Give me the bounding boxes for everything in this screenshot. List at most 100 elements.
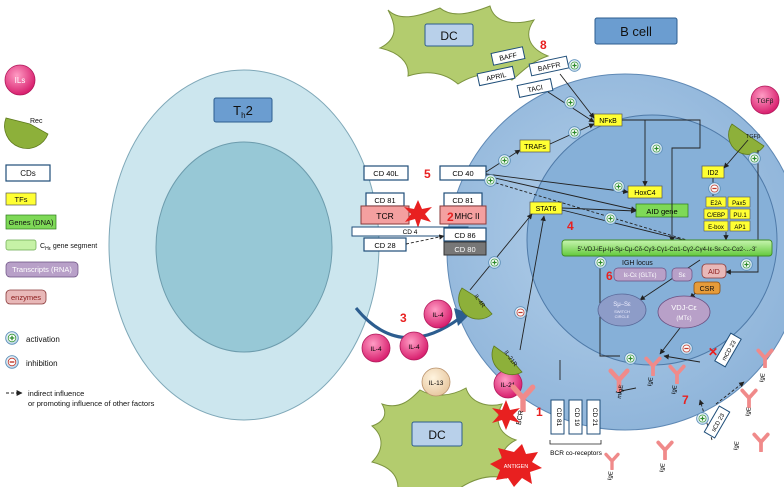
activation-icon-hoxc4 <box>612 180 625 193</box>
legend-segment-label: CHε gene segment <box>40 243 97 252</box>
cd40-box <box>439 165 487 181</box>
il4-label-b: IL-4 <box>408 344 420 351</box>
activation-icon-nfkb <box>650 142 663 155</box>
aid-gene-label: AID gene <box>646 207 677 216</box>
antigen-label: ANTIGEN <box>504 464 528 470</box>
ige-label-2: IgE <box>671 385 678 395</box>
tf-cebp-label: C/EBP <box>707 213 725 219</box>
april-label: APRIL <box>486 72 507 83</box>
cd81-bcr-box <box>550 399 565 435</box>
tgfb-receptor-label: TGFβ <box>746 134 760 140</box>
hoxc4-label: HoxC4 <box>634 190 656 197</box>
csr-box <box>693 281 721 295</box>
switch-circle <box>597 293 647 327</box>
baff-box <box>490 46 526 66</box>
ige-antibody-4 <box>740 388 758 408</box>
mcd23-scd23-dashed <box>715 381 745 405</box>
igh-locus-label: IGH locus <box>622 260 653 267</box>
legend-segment-swatch <box>5 239 37 251</box>
ige-label-5: IgE <box>733 441 740 451</box>
se-box <box>671 267 693 282</box>
tf-pax5-label: Pax5 <box>732 201 746 207</box>
csr-label: CSR <box>700 286 715 293</box>
mcd23-box <box>714 332 742 368</box>
baff-april-receptors: BAFF BAFFR APRIL TACI 8 <box>476 38 570 98</box>
mcd23-back-arrow <box>663 354 701 363</box>
legend-transcripts-swatch <box>5 261 79 278</box>
secreted-ige-group: IgE IgE IgE IgE IgE IgE IgE <box>604 348 774 481</box>
ige-antibody-6 <box>656 440 674 460</box>
legend-inhibition-icon <box>5 355 19 369</box>
baffr-label: BAFFR <box>537 62 561 74</box>
cd40l-box <box>363 165 409 181</box>
tgfb-to-aid-line <box>725 150 759 275</box>
block-x-mark: ✕ <box>708 345 718 359</box>
cd21-label: CD 21 <box>591 408 598 427</box>
ige-label-3: IgE <box>759 373 766 383</box>
il21-label: IL-21 <box>501 382 516 389</box>
antigen-starburst <box>490 444 542 487</box>
activation-icon-baffr <box>568 59 581 72</box>
april-box <box>476 65 516 87</box>
mige-to-nucleus-arrow <box>597 259 620 357</box>
il13-label: IL-13 <box>429 380 444 387</box>
th2-cell: Th2 <box>108 69 380 421</box>
stat6-to-locus-arrow <box>561 209 701 246</box>
igh-locus-bar <box>561 239 773 257</box>
activation-icon-stat6 <box>604 212 617 225</box>
legend-enzymes-swatch <box>5 289 47 305</box>
mte-label: (MTε) <box>676 316 691 322</box>
tf-ebox-label: E-box <box>708 225 724 231</box>
dc-top-label-box <box>424 23 474 47</box>
activation-icon-taci <box>564 96 577 109</box>
tcr-box <box>360 205 410 225</box>
legend-rec-label: Rec <box>30 118 43 125</box>
activation-icon-scd23 <box>696 412 709 425</box>
ie-ce-transcript-box <box>613 267 667 282</box>
ige-label-6: IgE <box>659 463 666 473</box>
step-number-7: 7 <box>682 393 689 407</box>
synapse: CD 40L CD 81 TCR CD 4 CD 28 CD 40 5 CD 8… <box>351 149 521 256</box>
il4r-receptor <box>458 287 493 320</box>
se-label: Sε <box>678 272 685 279</box>
tf-pu1-label: PU.1 <box>733 213 747 219</box>
switch-circle-line3: CIRCLE <box>615 314 630 319</box>
bcr-label: BCR <box>516 410 525 426</box>
igh-locus-region: 5'-VDJ-iEμ-Iμ-Sμ-Cμ-Cδ-Cγ3-Cγ1-Cα1-Cγ2-C… <box>561 239 773 329</box>
activation-icon-mige <box>624 352 637 365</box>
activation-icon-trafs <box>568 126 581 139</box>
vdj-ce-transcript <box>657 295 711 329</box>
activation-icon-tgfb <box>748 152 761 165</box>
il4-ligand-a <box>423 299 453 329</box>
antigen-star-bcr <box>492 400 520 430</box>
il4-label-a: IL-4 <box>432 312 444 319</box>
legend-inhibition-label: inhibition <box>26 359 58 368</box>
il4-ligand-c <box>361 333 391 363</box>
nfkb-to-locus-arrow <box>622 119 701 243</box>
baffr-to-nfkb-arrow <box>559 73 595 119</box>
mhc2-label: MHC II <box>455 212 480 221</box>
th2-nucleus <box>155 141 333 353</box>
il21r-receptor <box>491 345 523 376</box>
baffr-box <box>528 55 570 77</box>
legend-enzymes-label: enzymes <box>11 293 41 302</box>
step-number-8: 8 <box>540 38 547 52</box>
ige-label-4: IgE <box>745 407 752 417</box>
tcr-label: TCR <box>376 211 393 221</box>
dc-bottom: DC <box>370 387 518 487</box>
cd28-label: CD 28 <box>374 241 395 250</box>
cd81-bcr-label: CD 81 <box>555 408 562 427</box>
tf-ap1-label: AP1 <box>734 225 746 231</box>
legend-cds-label: CDs <box>20 169 36 178</box>
legend-cds-swatch <box>5 164 51 182</box>
dc-bottom-label-box <box>411 421 463 447</box>
co-receptors-bracket <box>549 440 602 445</box>
legend-ils-label: ILs <box>15 76 26 85</box>
tgfb-label: TGFβ <box>757 98 774 105</box>
ie-ce-transcript-label: Iε-Cε (GLTε) <box>624 273 657 279</box>
tf-e2a-box <box>705 196 727 208</box>
il4-label-c: IL-4 <box>370 346 382 353</box>
mige-label: mIgE <box>617 384 625 399</box>
aid-enzyme-label: AID <box>708 269 720 276</box>
id2-label: ID2 <box>708 170 719 177</box>
